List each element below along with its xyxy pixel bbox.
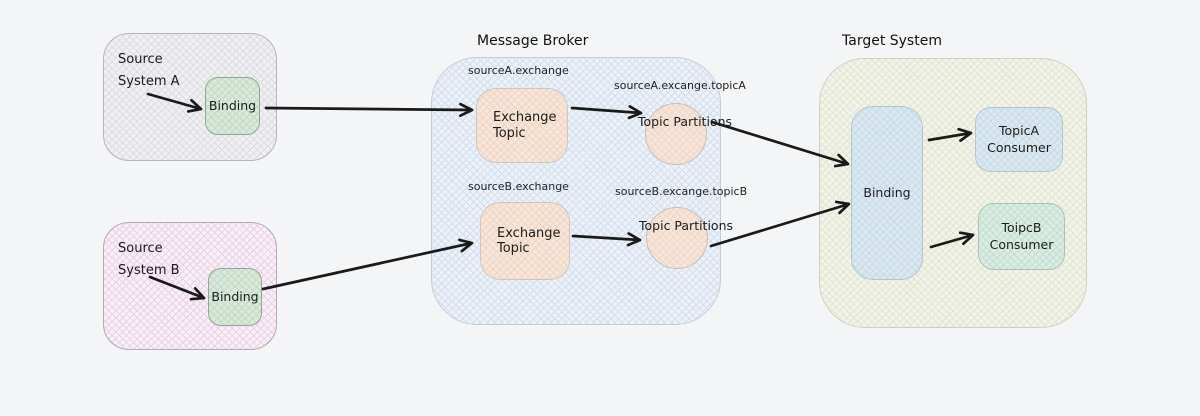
partitions-a-caption: sourceA.excange.topicA xyxy=(614,79,746,92)
topic-a-consumer-node: TopicA Consumer xyxy=(975,107,1063,172)
exchange-b-caption: sourceB.exchange xyxy=(468,180,569,193)
topic-partitions-a-node xyxy=(645,103,707,165)
exchange-a-caption: sourceA.exchange xyxy=(468,64,569,77)
target-system-box xyxy=(819,58,1087,328)
topic-a-consumer-label: TopicA Consumer xyxy=(987,123,1051,155)
target-binding-node: Binding xyxy=(851,106,923,280)
exchange-topic-a-label: Exchange Topic xyxy=(493,110,557,141)
topic-partitions-b-label: Topic Partitions xyxy=(639,218,734,233)
source-a-binding-label: Binding xyxy=(208,97,257,113)
source-a-binding-node: Binding xyxy=(205,77,260,135)
topic-b-consumer-label: ToipcB Consumer xyxy=(989,220,1054,252)
source-b-binding-node: Binding xyxy=(208,268,262,326)
partitions-b-caption: sourceB.excange.topicB xyxy=(615,185,748,198)
target-system-title: Target System xyxy=(842,33,942,49)
topic-partitions-b-node xyxy=(646,207,708,269)
message-broker-title: Message Broker xyxy=(477,33,589,49)
source-system-b-label: Source System B xyxy=(118,241,180,278)
target-binding-label: Binding xyxy=(863,184,911,200)
source-b-binding-label: Binding xyxy=(211,288,259,304)
exchange-topic-b-label: Exchange Topic xyxy=(497,225,561,257)
exchange-topic-a-node: Exchange Topic xyxy=(476,88,568,163)
topic-partitions-a-label: Topic Partitions xyxy=(638,114,733,129)
exchange-topic-b-node: Exchange Topic xyxy=(480,202,570,280)
topic-b-consumer-node: ToipcB Consumer xyxy=(978,203,1065,270)
source-system-a-label: Source System A xyxy=(118,52,180,89)
